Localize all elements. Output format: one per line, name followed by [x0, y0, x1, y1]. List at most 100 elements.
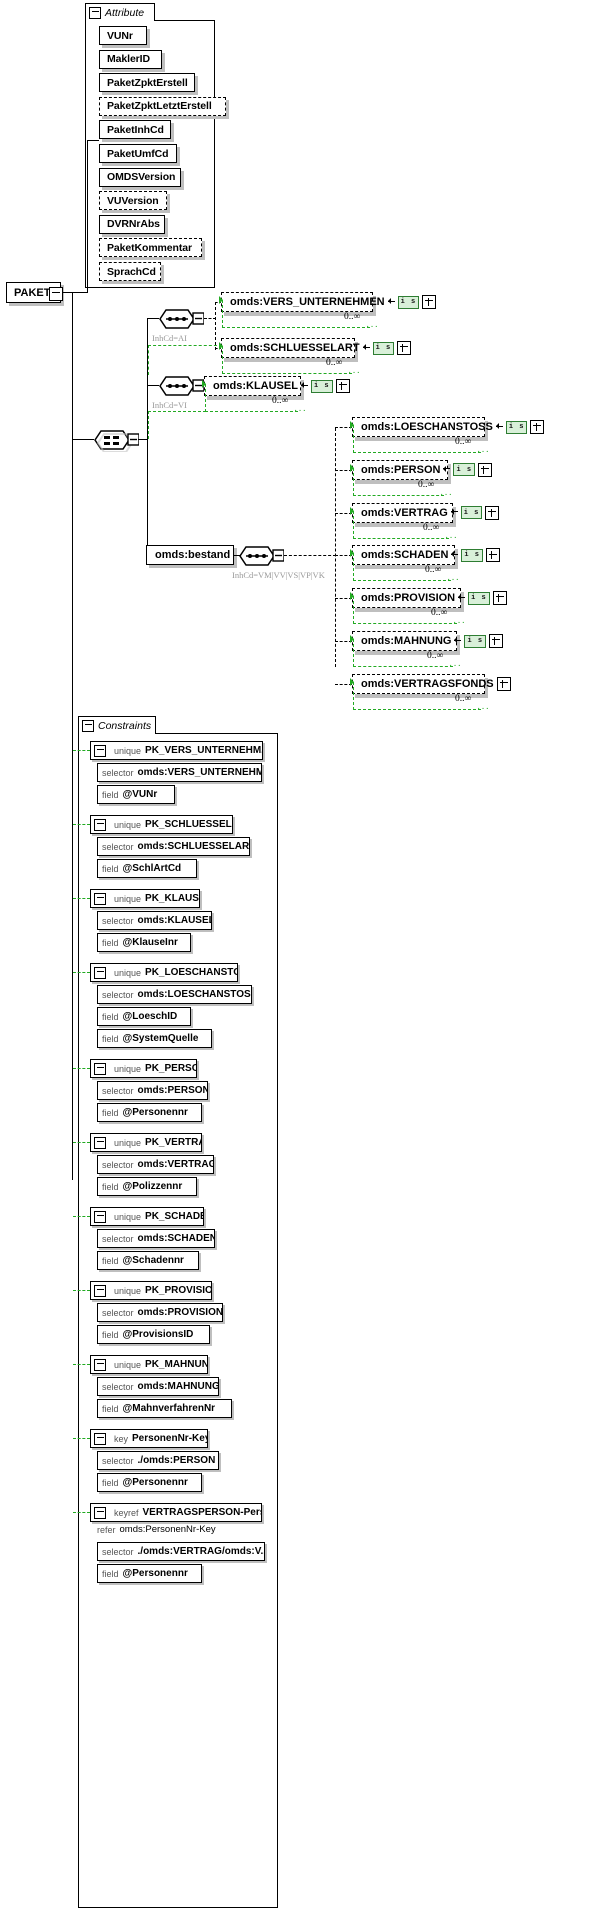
attribute-label: PaketUmfCd — [107, 147, 169, 160]
root-element-paket[interactable]: PAKET — [6, 282, 61, 303]
constraint-field[interactable]: field@Schadennr — [97, 1251, 199, 1270]
collapse-icon[interactable] — [94, 1284, 106, 1297]
row-keyword: selector — [102, 1233, 134, 1244]
constraints-tab[interactable]: Constraints — [78, 716, 156, 734]
attribute-group-tab[interactable]: Attribute — [85, 3, 155, 21]
row-value: omds:SCHADEN — [137, 1233, 215, 1244]
expand-icon[interactable] — [485, 505, 500, 520]
constraint-name: PK_KLAUSEL — [145, 893, 199, 904]
expand-icon[interactable] — [496, 676, 511, 691]
element-schluesselart[interactable]: omds:SCHLUESSELART i s — [221, 338, 412, 358]
element-vertragsfonds[interactable]: omds:VERTRAGSFONDS — [352, 673, 511, 694]
element-vers-unternehmen[interactable]: omds:VERS_UNTERNEHMEN i s — [221, 292, 437, 312]
attribute-sprachcd[interactable]: SprachCd — [99, 262, 161, 281]
element-klausel[interactable]: omds:KLAUSEL i s — [204, 376, 350, 396]
constraint-field[interactable]: field@SystemQuelle — [97, 1029, 212, 1048]
collapse-icon[interactable] — [94, 1506, 106, 1519]
row-keyword: field — [102, 1403, 119, 1414]
collapse-icon[interactable] — [94, 1432, 106, 1445]
collapse-icon[interactable] — [89, 6, 101, 19]
constraint-selector[interactable]: selector./omds:VERTRAG/omds:V... — [97, 1542, 265, 1561]
expand-icon[interactable] — [422, 295, 437, 309]
row-keyword: field — [102, 1033, 119, 1044]
constraint-field[interactable]: field@Personennr — [97, 1103, 202, 1122]
attribute-paketzpktletzterstell[interactable]: PaketZpktLetztErstell — [99, 96, 226, 116]
cardinality-vers-unternehmen: 0..∞ — [344, 312, 361, 322]
collapse-icon[interactable] — [94, 1136, 106, 1149]
expand-icon[interactable] — [478, 462, 493, 477]
expand-icon[interactable] — [335, 379, 350, 393]
collapse-icon[interactable] — [94, 1062, 106, 1075]
constraint-selector[interactable]: selector./omds:PERSON — [97, 1451, 219, 1470]
attribute-vuversion[interactable]: VUVersion — [99, 191, 167, 211]
constraint-field[interactable]: field@Polizzennr — [97, 1177, 197, 1196]
attribute-dvrnrabs[interactable]: DVRNrAbs — [99, 214, 165, 234]
constraint-field[interactable]: field@Personennr — [97, 1473, 202, 1492]
constraint-field[interactable]: field@KlauseInr — [97, 933, 191, 952]
sequence-compositor-ai[interactable] — [158, 307, 204, 329]
constraint-name: PersonenNr-Key — [132, 1433, 208, 1444]
collapse-icon[interactable] — [94, 818, 106, 831]
paket-collapse-icon[interactable] — [49, 287, 63, 301]
element-label: omds:VERTRAG — [361, 506, 448, 519]
constraint-field[interactable]: field@SchlArtCd — [97, 859, 197, 878]
expand-icon[interactable] — [489, 634, 504, 648]
sequence-compositor-bestand[interactable] — [238, 544, 284, 566]
constraint-field[interactable]: field@MahnverfahrenNr — [97, 1399, 232, 1418]
attribute-paketumfcd[interactable]: PaketUmfCd — [99, 144, 177, 163]
attribute-paketkommentar[interactable]: PaketKommentar — [99, 238, 202, 258]
attribute-maklerid[interactable]: MaklerID — [99, 49, 162, 69]
constraint-field[interactable]: field@ProvisionsID — [97, 1325, 210, 1344]
choice-compositor[interactable] — [93, 428, 139, 452]
collapse-icon[interactable] — [82, 719, 94, 732]
constraint-field[interactable]: field@LoeschID — [97, 1007, 191, 1026]
constraint-field[interactable]: field@Personennr — [97, 1564, 202, 1583]
collapse-icon[interactable] — [94, 1210, 106, 1223]
expand-icon[interactable] — [492, 591, 507, 606]
constraint-field[interactable]: field@VUNr — [97, 785, 175, 804]
collapse-icon[interactable] — [94, 744, 106, 757]
row-value: omds:KLAUSEL — [137, 915, 212, 926]
element-bestand[interactable]: omds:bestand — [146, 545, 234, 565]
collapse-icon[interactable] — [94, 1358, 106, 1371]
constraint-name: PK_SCHLUESSELART — [145, 819, 232, 830]
attribute-label: PaketZpktLetztErstell — [107, 100, 212, 113]
sequence-compositor-vi[interactable] — [158, 374, 204, 396]
attribute-paketinhcd[interactable]: PaketInhCd — [99, 120, 171, 140]
collapse-icon[interactable] — [94, 892, 106, 905]
collapse-icon[interactable] — [94, 966, 106, 979]
expand-icon[interactable] — [530, 420, 545, 434]
expand-icon[interactable] — [486, 548, 501, 563]
expand-icon[interactable] — [397, 341, 412, 355]
attribute-omdsversion[interactable]: OMDSVersion — [99, 167, 181, 187]
attribute-paketzpkterstell[interactable]: PaketZpktErstell — [99, 73, 195, 93]
attribute-vunr[interactable]: VUNr — [99, 26, 147, 45]
row-value: @Schadennr — [122, 1255, 184, 1266]
